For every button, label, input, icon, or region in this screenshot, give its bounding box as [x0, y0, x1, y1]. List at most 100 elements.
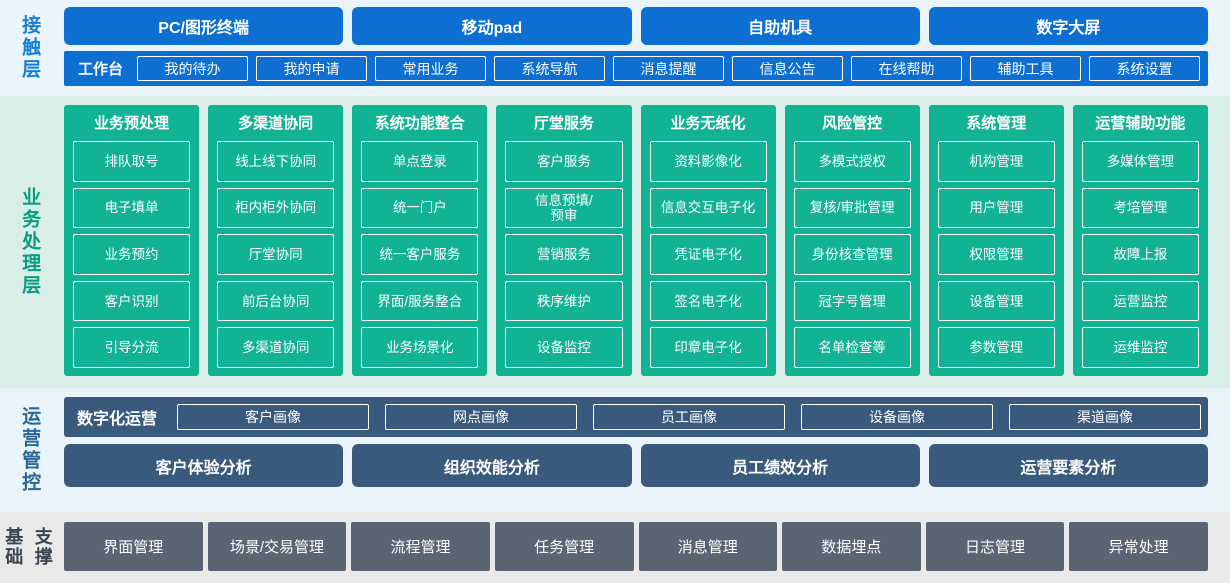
business-item[interactable]: 凭证电子化	[649, 234, 767, 275]
business-item[interactable]: 权限管理	[937, 234, 1055, 275]
business-item[interactable]: 线上线下协同	[217, 141, 335, 182]
business-item[interactable]: 运营监控	[1081, 280, 1199, 322]
workbench-item-my-application[interactable]: 我的申请	[256, 56, 368, 81]
business-item[interactable]: 多渠道协同	[217, 327, 335, 368]
operations-layer-label: 运营管控	[0, 388, 58, 512]
business-layer: 业务处理层 业务预处理 排队取号 电子填单 业务预约 客户识别 引导分流 多渠道…	[0, 96, 1230, 388]
business-item[interactable]: 引导分流	[73, 327, 191, 368]
business-layer-label-text: 业务处理层	[19, 187, 41, 297]
foundation-item-data-tracking[interactable]: 数据埋点	[782, 522, 921, 571]
business-item[interactable]: 营销服务	[505, 234, 623, 275]
workbench-item-my-todo[interactable]: 我的待办	[137, 56, 249, 81]
business-layer-body: 业务预处理 排队取号 电子填单 业务预约 客户识别 引导分流 多渠道协同 线上线…	[58, 96, 1230, 388]
portrait-channel[interactable]: 渠道画像	[1009, 404, 1202, 430]
business-item[interactable]: 统一门户	[361, 187, 479, 229]
portrait-employee[interactable]: 员工画像	[593, 404, 786, 430]
business-item[interactable]: 用户管理	[937, 187, 1055, 229]
contact-layer-body: PC/图形终端 移动pad 自助机具 数字大屏 工作台 我的待办 我的申请 常用…	[58, 0, 1230, 96]
channel-tile-digital-screen[interactable]: 数字大屏	[928, 7, 1208, 45]
channel-row: PC/图形终端 移动pad 自助机具 数字大屏	[64, 7, 1208, 45]
channel-tile-mobile-pad[interactable]: 移动pad	[352, 7, 632, 45]
business-item[interactable]: 前后台协同	[217, 280, 335, 322]
foundation-layer: 基础 支撑 界面管理 场景/交易管理 流程管理 任务管理 消息管理 数据埋点 日…	[0, 512, 1230, 583]
business-item[interactable]: 业务场景化	[361, 327, 479, 368]
business-item[interactable]: 设备管理	[937, 280, 1055, 322]
foundation-item-ui-management[interactable]: 界面管理	[64, 522, 203, 571]
operations-layer-label-text: 运营管控	[19, 406, 41, 494]
business-item[interactable]: 运维监控	[1081, 327, 1199, 368]
business-item[interactable]: 身份核查管理	[793, 234, 911, 275]
workbench-item-info-announcement[interactable]: 信息公告	[732, 56, 844, 81]
foundation-item-task-management[interactable]: 任务管理	[494, 522, 634, 571]
business-item[interactable]: 印章电子化	[649, 327, 767, 368]
foundation-item-exception-handling[interactable]: 异常处理	[1069, 522, 1208, 571]
business-item[interactable]: 业务预约	[73, 234, 191, 275]
business-item[interactable]: 客户识别	[73, 280, 191, 322]
digital-operations-title: 数字化运营	[77, 411, 158, 428]
business-item[interactable]: 故障上报	[1081, 234, 1199, 275]
portrait-branch[interactable]: 网点画像	[385, 404, 578, 430]
workbench-item-common-business[interactable]: 常用业务	[375, 56, 487, 81]
column-header: 业务无纸化	[670, 115, 746, 132]
column-header: 业务预处理	[94, 115, 170, 132]
analysis-employee-performance[interactable]: 员工绩效分析	[640, 444, 920, 487]
business-item[interactable]: 界面/服务整合	[361, 280, 479, 322]
foundation-item-scenario-transaction[interactable]: 场景/交易管理	[207, 522, 347, 571]
column-header: 运营辅助功能	[1095, 115, 1186, 132]
business-item[interactable]: 信息预填/ 预审	[505, 187, 623, 229]
business-item[interactable]: 签名电子化	[649, 280, 767, 322]
channel-tile-self-service[interactable]: 自助机具	[640, 7, 920, 45]
business-item[interactable]: 参数管理	[937, 327, 1055, 368]
business-item[interactable]: 秩序维护	[505, 280, 623, 322]
analysis-customer-experience[interactable]: 客户体验分析	[64, 444, 344, 487]
column-header: 多渠道协同	[238, 115, 314, 132]
workbench-item-message-reminder[interactable]: 消息提醒	[613, 56, 725, 81]
foundation-layer-label-text: 基础 支撑	[0, 527, 58, 567]
business-item[interactable]: 多模式授权	[793, 141, 911, 182]
foundation-label-bottom: 支撑	[34, 527, 53, 567]
portrait-device[interactable]: 设备画像	[801, 404, 994, 430]
channel-tile-pc[interactable]: PC/图形终端	[64, 7, 344, 45]
workbench-item-system-navigation[interactable]: 系统导航	[494, 56, 606, 81]
business-item[interactable]: 客户服务	[505, 141, 623, 182]
workbench-item-system-settings[interactable]: 系统设置	[1089, 56, 1201, 81]
business-item[interactable]: 考培管理	[1081, 187, 1199, 229]
business-item[interactable]: 单点登录	[361, 141, 479, 182]
foundation-label-top: 基础	[5, 527, 24, 567]
foundation-layer-body: 界面管理 场景/交易管理 流程管理 任务管理 消息管理 数据埋点 日志管理 异常…	[58, 512, 1230, 583]
contact-layer-label-text: 接触层	[19, 15, 41, 81]
column-header: 系统管理	[966, 115, 1027, 132]
analysis-operation-factors[interactable]: 运营要素分析	[928, 444, 1208, 487]
business-item[interactable]: 排队取号	[73, 141, 191, 182]
digital-operations-bar: 数字化运营 客户画像 网点画像 员工画像 设备画像 渠道画像	[64, 397, 1208, 437]
foundation-item-process-management[interactable]: 流程管理	[351, 522, 490, 571]
analysis-organization-efficiency[interactable]: 组织效能分析	[352, 444, 632, 487]
business-item[interactable]: 资料影像化	[649, 141, 767, 182]
business-item[interactable]: 统一客户服务	[361, 234, 479, 275]
portrait-customer[interactable]: 客户画像	[177, 404, 370, 430]
business-item[interactable]: 多媒体管理	[1081, 141, 1199, 182]
foundation-item-message-management[interactable]: 消息管理	[638, 522, 778, 571]
operations-layer: 运营管控 数字化运营 客户画像 网点画像 员工画像 设备画像 渠道画像 客户体验…	[0, 388, 1230, 512]
business-column-operation-support: 运营辅助功能 多媒体管理 考培管理 故障上报 运营监控 运维监控	[1072, 105, 1208, 376]
business-item[interactable]: 柜内柜外协同	[217, 187, 335, 229]
column-header: 系统功能整合	[374, 115, 465, 132]
column-header: 厅堂服务	[533, 115, 594, 132]
business-item[interactable]: 冠字号管理	[793, 280, 911, 322]
workbench-item-auxiliary-tools[interactable]: 辅助工具	[970, 56, 1082, 81]
business-item[interactable]: 厅堂协同	[217, 234, 335, 275]
business-item[interactable]: 复核/审批管理	[793, 187, 911, 229]
business-item[interactable]: 电子填单	[73, 187, 191, 229]
workbench-item-online-help[interactable]: 在线帮助	[851, 56, 963, 81]
business-item[interactable]: 设备监控	[505, 327, 623, 368]
business-item[interactable]: 名单检查等	[793, 327, 911, 368]
column-header: 风险管控	[822, 115, 883, 132]
contact-layer-label: 接触层	[0, 0, 58, 96]
foundation-item-log-management[interactable]: 日志管理	[925, 522, 1065, 571]
business-item[interactable]: 信息交互电子化	[649, 187, 767, 229]
contact-layer: 接触层 PC/图形终端 移动pad 自助机具 数字大屏 工作台 我的待办 我的申…	[0, 0, 1230, 96]
business-item[interactable]: 机构管理	[937, 141, 1055, 182]
business-column-system-management: 系统管理 机构管理 用户管理 权限管理 设备管理 参数管理	[928, 105, 1064, 376]
analysis-row: 客户体验分析 组织效能分析 员工绩效分析 运营要素分析	[64, 444, 1208, 487]
foundation-layer-label: 基础 支撑	[0, 512, 58, 583]
